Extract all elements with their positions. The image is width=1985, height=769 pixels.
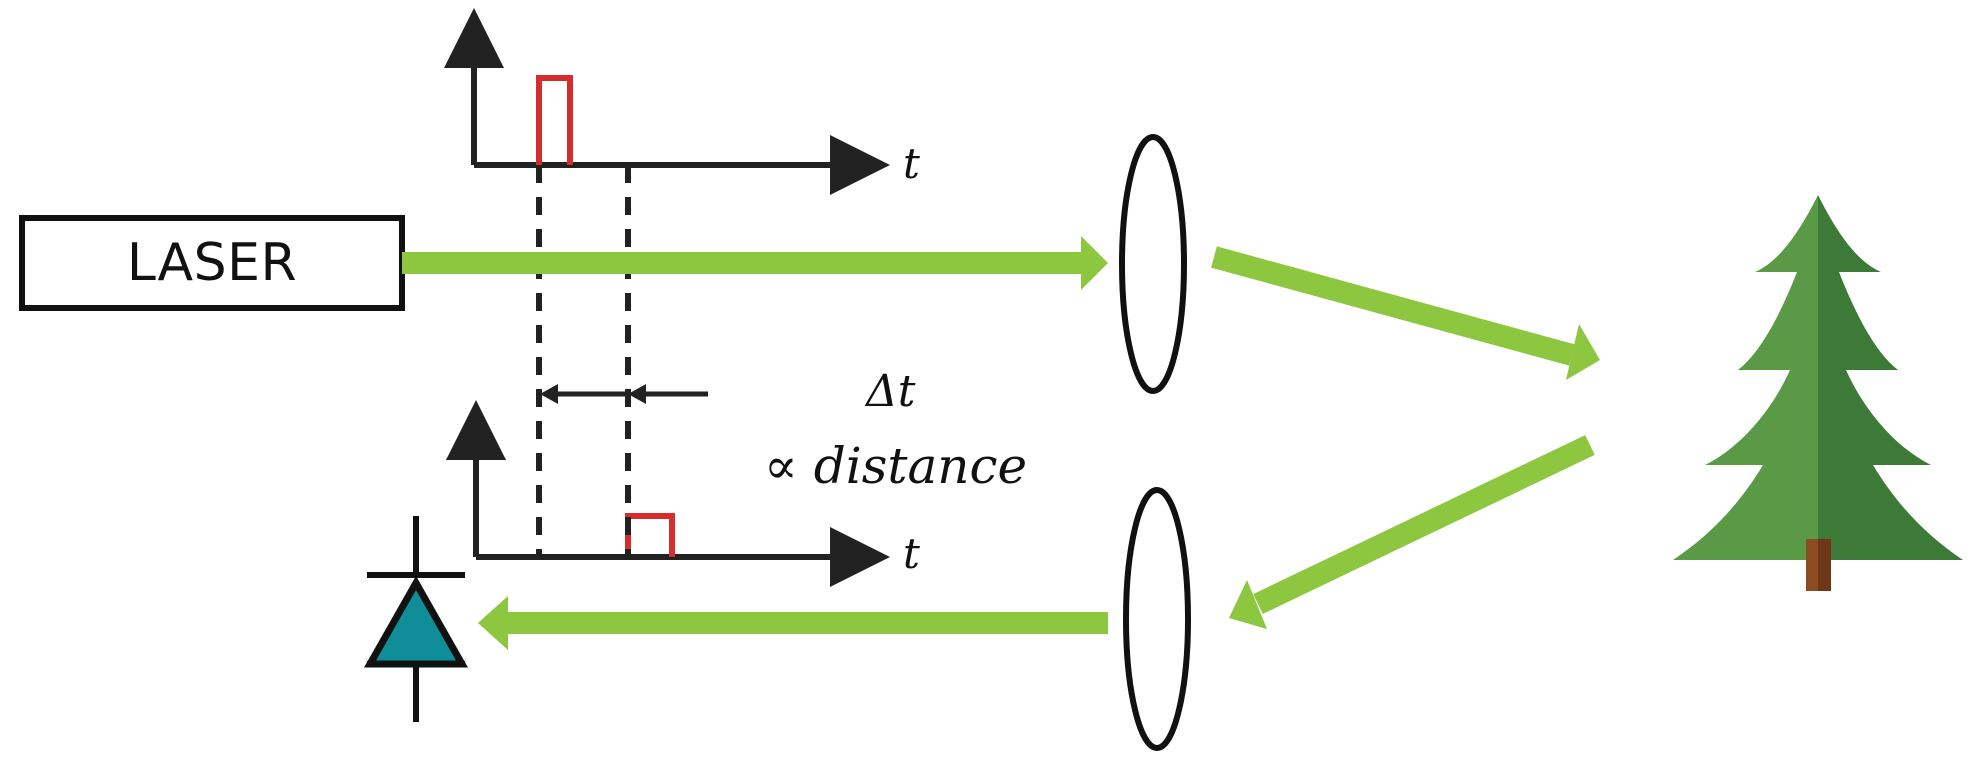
laser-label: LASER [127, 233, 297, 293]
photodiode-icon [363, 575, 469, 668]
delta-right-arrow-head [628, 384, 646, 404]
tree-target [1673, 195, 1963, 591]
tree-right-half [1818, 195, 1963, 560]
top-lens-icon [1119, 134, 1187, 394]
tree-trunk-shadow [1818, 539, 1831, 591]
bottom-time-label: t [903, 529, 920, 578]
received-pulse [625, 513, 675, 557]
timing-reference-lines [536, 165, 631, 557]
delta-t-label: Δt [864, 366, 916, 417]
delta-left-arrow-head [540, 384, 558, 404]
outgoing-diagonal-arrowhead [1566, 324, 1600, 380]
outgoing-beam-arrowhead [1081, 236, 1108, 290]
return-beam-diagonal [1253, 435, 1595, 614]
tree-left-half [1673, 195, 1818, 560]
emitted-pulse [536, 75, 573, 165]
delta-t-indicator: Δt ∝ distance [540, 366, 1027, 495]
lens-group [1119, 134, 1191, 751]
proportional-distance-label: ∝ distance [764, 437, 1027, 495]
bottom-lens-icon [1123, 487, 1191, 751]
outgoing-beam-diagonal [1211, 246, 1575, 366]
top-timing-plot: t [444, 8, 920, 195]
return-beam-arrowhead [478, 596, 508, 650]
laser-source: LASER [19, 215, 405, 311]
outgoing-beam-path [402, 236, 1600, 380]
top-time-label: t [903, 139, 920, 188]
return-beam-path [478, 435, 1595, 650]
bottom-timing-plot: t [446, 400, 920, 587]
laser-box-icon [19, 215, 405, 311]
return-diagonal-arrowhead [1229, 580, 1267, 629]
photodiode-detector [363, 516, 469, 722]
